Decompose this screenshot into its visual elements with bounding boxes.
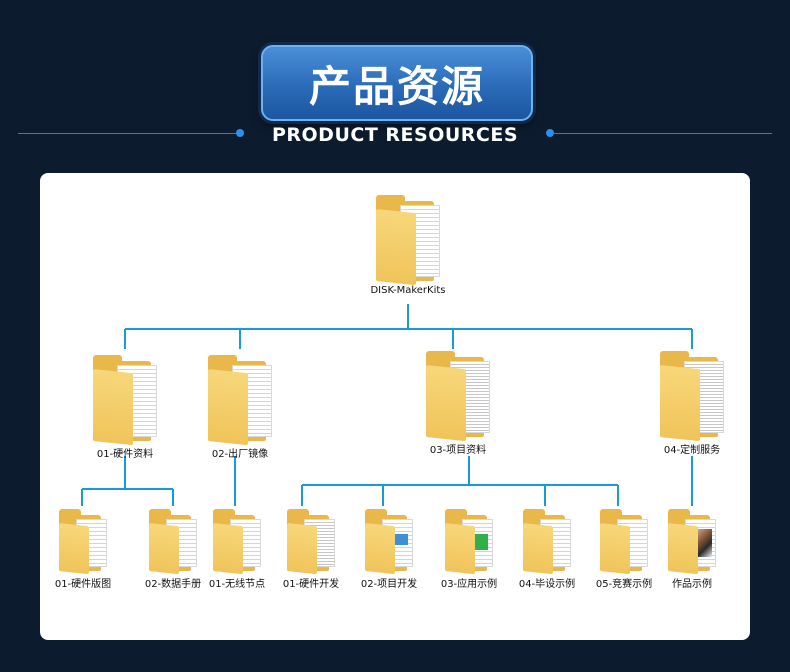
node-label: 作品示例 [672, 579, 712, 590]
node-label: 01-硬件版图 [54, 579, 112, 590]
folder-blue-app-icon [365, 509, 413, 575]
tree-node-custom-service[interactable]: 04-定制服务 [647, 351, 737, 456]
folder-document-icon [287, 509, 335, 575]
folder-icon [376, 195, 440, 286]
node-label: DISK-MakerKits [370, 285, 446, 296]
folder-icon [523, 509, 571, 575]
tree-node-hw-layout[interactable]: 01-硬件版图 [48, 509, 118, 590]
node-label: 04-定制服务 [663, 445, 721, 456]
tree-node-thesis-examples[interactable]: 04-毕设示例 [512, 509, 582, 590]
folder-document-icon [660, 351, 724, 442]
right-deco-dot [546, 129, 554, 137]
folder-icon [600, 509, 648, 575]
tree-node-datasheet[interactable]: 02-数据手册 [136, 509, 210, 590]
page-subtitle: PRODUCT RESOURCES [271, 124, 519, 146]
node-label: 03-项目资料 [429, 445, 487, 456]
node-label: 03-应用示例 [440, 579, 498, 590]
left-deco-line [18, 133, 240, 134]
tree-node-works-examples[interactable]: 作品示例 [660, 509, 724, 590]
title-badge: 产品资源 [261, 45, 533, 121]
folder-icon [59, 509, 107, 575]
left-deco-dot [236, 129, 244, 137]
tree-node-hardware[interactable]: 01-硬件资料 [85, 355, 165, 460]
page-title: 产品资源 [308, 61, 485, 111]
folder-icon [208, 355, 272, 446]
tree-node-contest-examples[interactable]: 05-竞赛示例 [588, 509, 660, 590]
node-label: 02-出厂镜像 [211, 449, 269, 460]
resource-tree-panel: DISK-MakerKits 01-硬件资料 02-出厂镜像 03-项目资料 0… [40, 173, 750, 640]
tree-node-root[interactable]: DISK-MakerKits [358, 195, 458, 296]
tree-node-wireless-node[interactable]: 01-无线节点 [202, 509, 272, 590]
folder-icon [213, 509, 261, 575]
node-label: 01-硬件资料 [96, 449, 154, 460]
node-label: 04-毕设示例 [518, 579, 576, 590]
node-label: 05-竞赛示例 [595, 579, 653, 590]
tree-connectors [81, 304, 693, 506]
folder-document-icon [426, 351, 490, 442]
tree-node-project-docs[interactable]: 03-项目资料 [413, 351, 503, 456]
node-label: 02-项目开发 [360, 579, 418, 590]
tree-node-hw-dev[interactable]: 01-硬件开发 [276, 509, 346, 590]
node-label: 01-硬件开发 [282, 579, 340, 590]
node-label: 01-无线节点 [208, 579, 266, 590]
folder-icon [149, 509, 197, 575]
right-deco-line [552, 133, 772, 134]
folder-image-icon [668, 509, 716, 575]
folder-green-app-icon [445, 509, 493, 575]
tree-node-factory-image[interactable]: 02-出厂镜像 [200, 355, 280, 460]
node-label: 02-数据手册 [144, 579, 202, 590]
tree-node-app-examples[interactable]: 03-应用示例 [434, 509, 504, 590]
folder-icon [93, 355, 157, 446]
tree-node-project-dev[interactable]: 02-项目开发 [354, 509, 424, 590]
